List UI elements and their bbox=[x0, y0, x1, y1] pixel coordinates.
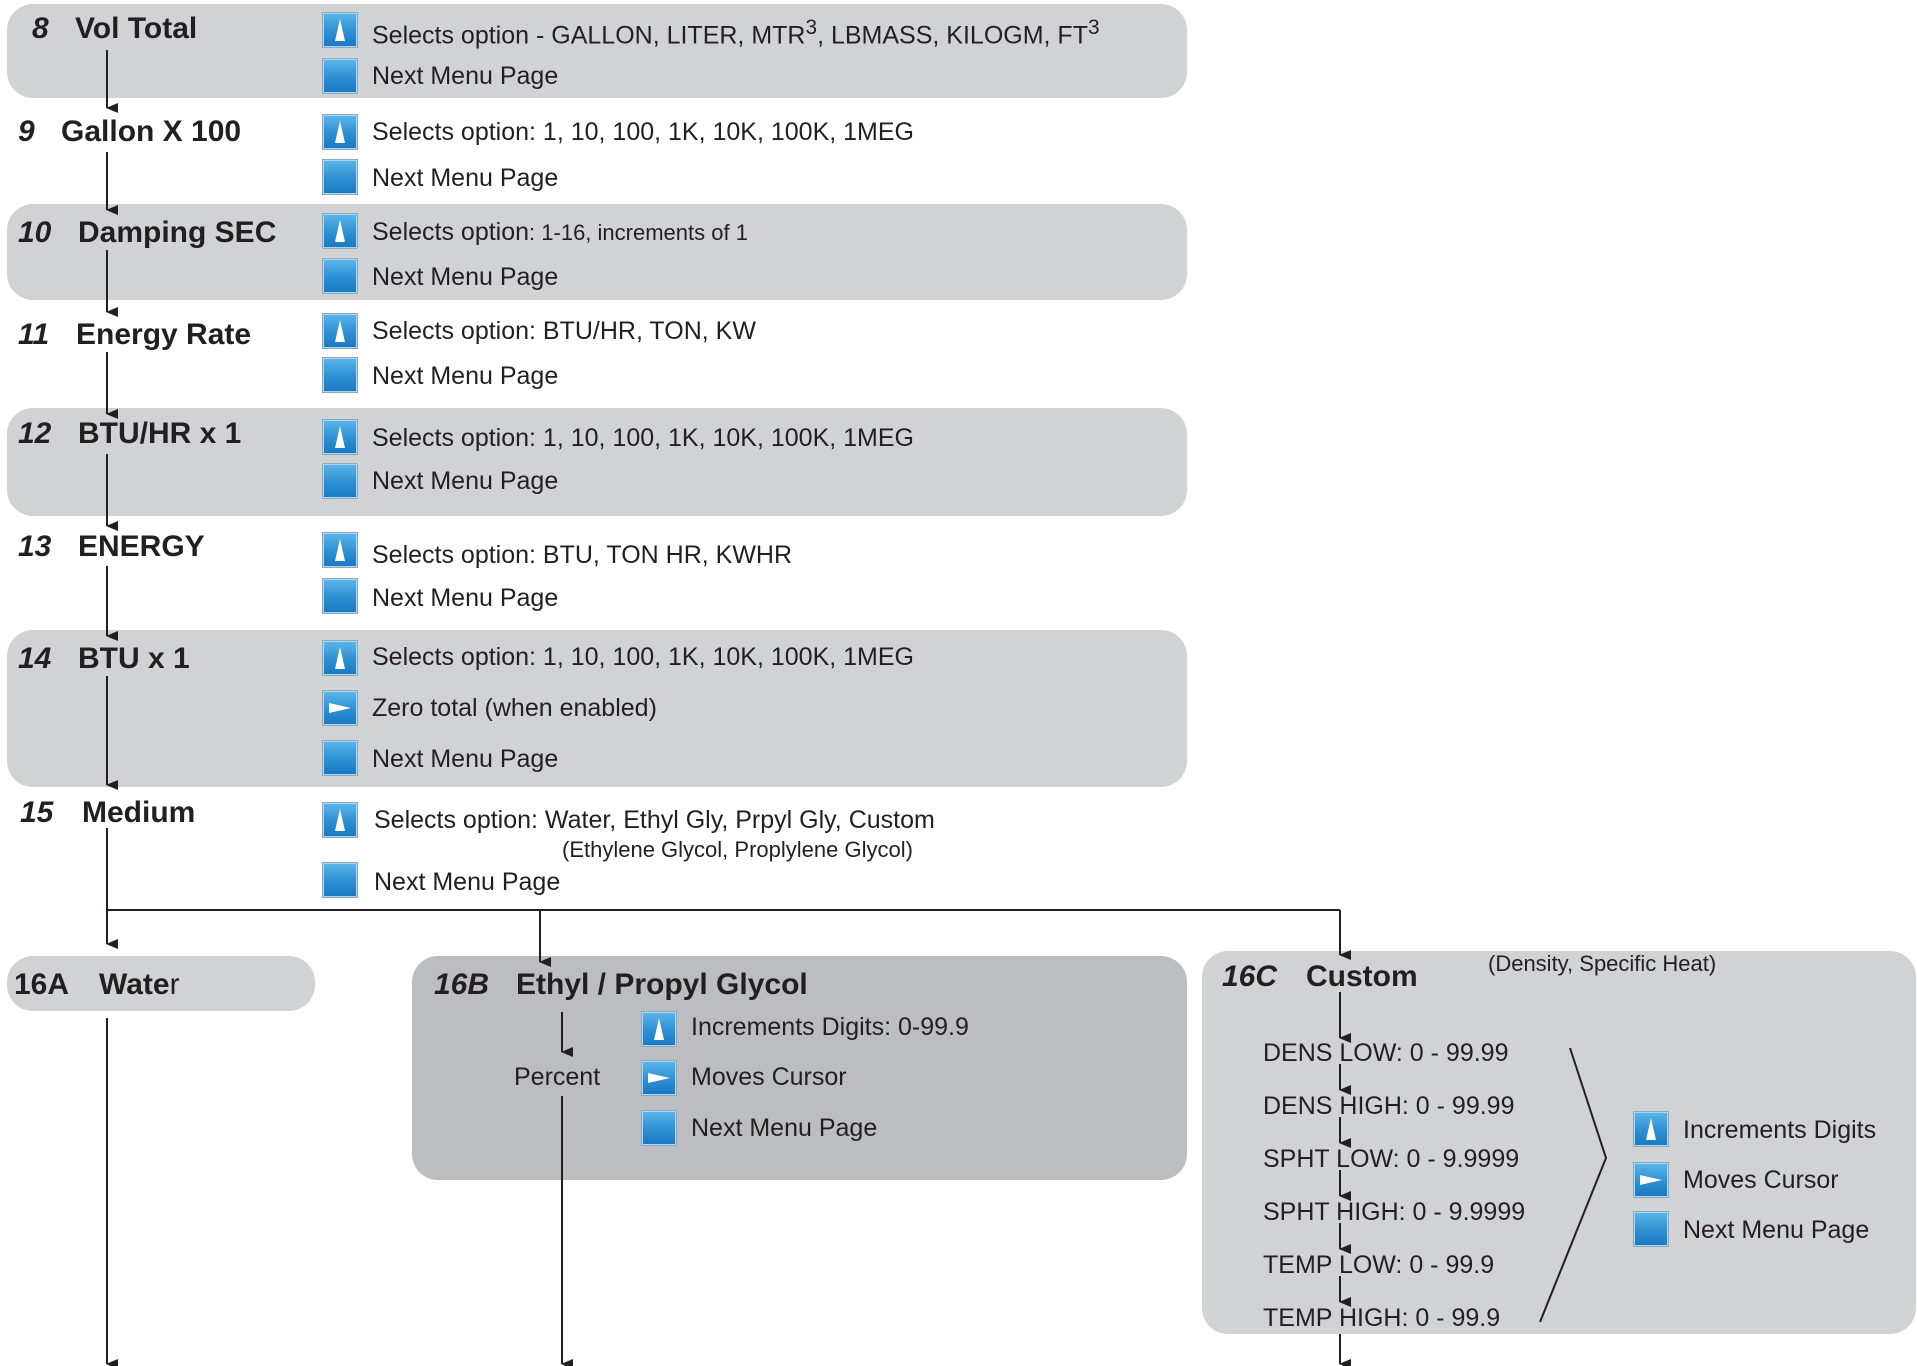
custom-bracket bbox=[1539, 1047, 1608, 1323]
step-15-next: Next Menu Page bbox=[374, 868, 561, 896]
up-arrow-icon bbox=[322, 114, 358, 150]
branch-b-moves-cursor: Moves Cursor bbox=[691, 1063, 847, 1091]
step-12-option: Selects option: 1, 10, 100, 1K, 10K, 100… bbox=[372, 424, 915, 452]
step-11-number: 11 bbox=[18, 318, 50, 351]
right-arrow-icon bbox=[322, 690, 358, 726]
step-12-next: Next Menu Page bbox=[372, 467, 559, 495]
custom-item-dens-high: DENS HIGH: 0 - 99.99 bbox=[1263, 1092, 1515, 1120]
branch-c-moves-cursor: Moves Cursor bbox=[1683, 1166, 1839, 1194]
up-arrow-icon bbox=[322, 213, 358, 249]
step-10-option: Selects option: 1-16, increments of 1 bbox=[372, 218, 748, 247]
branch-a-title-main: Wate bbox=[99, 968, 170, 1001]
step-9-option: Selects option: 1, 10, 100, 1K, 10K, 100… bbox=[372, 118, 915, 146]
step-15-number: 15 bbox=[20, 796, 54, 829]
step-9-number: 9 bbox=[18, 115, 35, 148]
branch-b-next: Next Menu Page bbox=[691, 1114, 878, 1142]
branch-b-title: Ethyl / Propyl Glycol bbox=[516, 968, 808, 1001]
step-10-option-range: : 1-16, increments of 1 bbox=[529, 220, 748, 245]
step-10-option-text: Selects option bbox=[372, 218, 530, 246]
step-11-next: Next Menu Page bbox=[372, 362, 559, 390]
branch-a-band bbox=[7, 956, 315, 1011]
up-arrow-icon bbox=[322, 802, 358, 838]
step-14-option: Selects option: 1, 10, 100, 1K, 10K, 100… bbox=[372, 643, 915, 671]
next-page-icon bbox=[322, 159, 358, 195]
step-8-option: Selects option - GALLON, LITER, MTR3, LB… bbox=[372, 16, 1100, 50]
branch-c-increments: Increments Digits bbox=[1683, 1116, 1877, 1144]
step-10-next: Next Menu Page bbox=[372, 263, 559, 291]
branch-b-band bbox=[412, 956, 1187, 1180]
step-12-number: 12 bbox=[18, 417, 52, 450]
up-arrow-icon bbox=[641, 1011, 677, 1047]
branch-b-increments: Increments Digits: 0-99.9 bbox=[691, 1013, 969, 1041]
branch-c-number: 16C bbox=[1222, 960, 1278, 993]
step-8-sup2: 3 bbox=[1087, 16, 1100, 39]
next-page-icon bbox=[641, 1110, 677, 1146]
step-14-number: 14 bbox=[18, 642, 52, 675]
step-15-title: Medium bbox=[82, 796, 196, 829]
step-15-option: Selects option: Water, Ethyl Gly, Prpyl … bbox=[374, 806, 935, 834]
step-11-option: Selects option: BTU/HR, TON, KW bbox=[372, 317, 756, 345]
step-8-title: Vol Total bbox=[75, 12, 198, 45]
next-page-icon bbox=[322, 258, 358, 294]
next-page-icon bbox=[322, 578, 358, 614]
next-page-icon bbox=[1633, 1211, 1669, 1247]
step-14-title: BTU x 1 bbox=[78, 642, 190, 675]
right-arrow-icon bbox=[1633, 1162, 1669, 1198]
step-13-number: 13 bbox=[18, 530, 52, 563]
up-arrow-icon bbox=[322, 640, 358, 676]
step-12-title: BTU/HR x 1 bbox=[78, 417, 242, 450]
branch-c-band bbox=[1202, 951, 1916, 1334]
step-10-band bbox=[7, 204, 1187, 300]
next-page-icon bbox=[322, 357, 358, 393]
step-9-next: Next Menu Page bbox=[372, 164, 559, 192]
step-13-next: Next Menu Page bbox=[372, 584, 559, 612]
step-10-title: Damping SEC bbox=[78, 216, 277, 249]
step-8-number: 8 bbox=[32, 12, 49, 45]
step-14-zero-total: Zero total (when enabled) bbox=[372, 694, 657, 722]
step-14-band bbox=[7, 630, 1187, 787]
right-arrow-icon bbox=[641, 1060, 677, 1096]
custom-item-temp-high: TEMP HIGH: 0 - 99.9 bbox=[1263, 1304, 1501, 1332]
branch-b-sub: Percent bbox=[514, 1063, 601, 1091]
branch-a-title-tail: r bbox=[169, 968, 180, 1001]
branch-c-note: (Density, Specific Heat) bbox=[1488, 951, 1717, 976]
branch-c-title: Custom bbox=[1306, 960, 1418, 993]
step-13-title: ENERGY bbox=[78, 530, 205, 563]
branch-a-title: Water bbox=[99, 968, 180, 1002]
up-arrow-icon bbox=[322, 313, 358, 349]
custom-item-spht-high: SPHT HIGH: 0 - 9.9999 bbox=[1263, 1198, 1526, 1226]
up-arrow-icon bbox=[322, 419, 358, 455]
step-8-sup1: 3 bbox=[805, 16, 818, 39]
step-9-title: Gallon X 100 bbox=[61, 115, 242, 148]
step-15-note: (Ethylene Glycol, Proplylene Glycol) bbox=[562, 837, 913, 862]
step-8-option-mid: , LBMASS, KILOGM, FT bbox=[817, 21, 1088, 50]
next-page-icon bbox=[322, 862, 358, 898]
branch-b-number: 16B bbox=[434, 968, 490, 1001]
up-arrow-icon bbox=[1633, 1111, 1669, 1147]
branch-a-number: 16A bbox=[14, 968, 70, 1001]
next-page-icon bbox=[322, 740, 358, 776]
custom-item-temp-low: TEMP LOW: 0 - 99.9 bbox=[1263, 1251, 1495, 1279]
step-8-band bbox=[7, 4, 1187, 98]
step-8-option-text: Selects option - GALLON, LITER, MTR bbox=[372, 21, 806, 50]
step-10-number: 10 bbox=[18, 216, 52, 249]
branch-c-next: Next Menu Page bbox=[1683, 1216, 1870, 1244]
custom-item-spht-low: SPHT LOW: 0 - 9.9999 bbox=[1263, 1145, 1520, 1173]
step-12-band bbox=[7, 408, 1187, 516]
step-11-title: Energy Rate bbox=[76, 318, 252, 351]
step-8-next: Next Menu Page bbox=[372, 62, 559, 90]
step-14-next: Next Menu Page bbox=[372, 745, 559, 773]
step-13-option: Selects option: BTU, TON HR, KWHR bbox=[372, 541, 793, 569]
next-page-icon bbox=[322, 58, 358, 94]
up-arrow-icon bbox=[322, 532, 358, 568]
custom-item-dens-low: DENS LOW: 0 - 99.99 bbox=[1263, 1039, 1509, 1067]
up-arrow-icon bbox=[322, 12, 358, 48]
next-page-icon bbox=[322, 463, 358, 499]
